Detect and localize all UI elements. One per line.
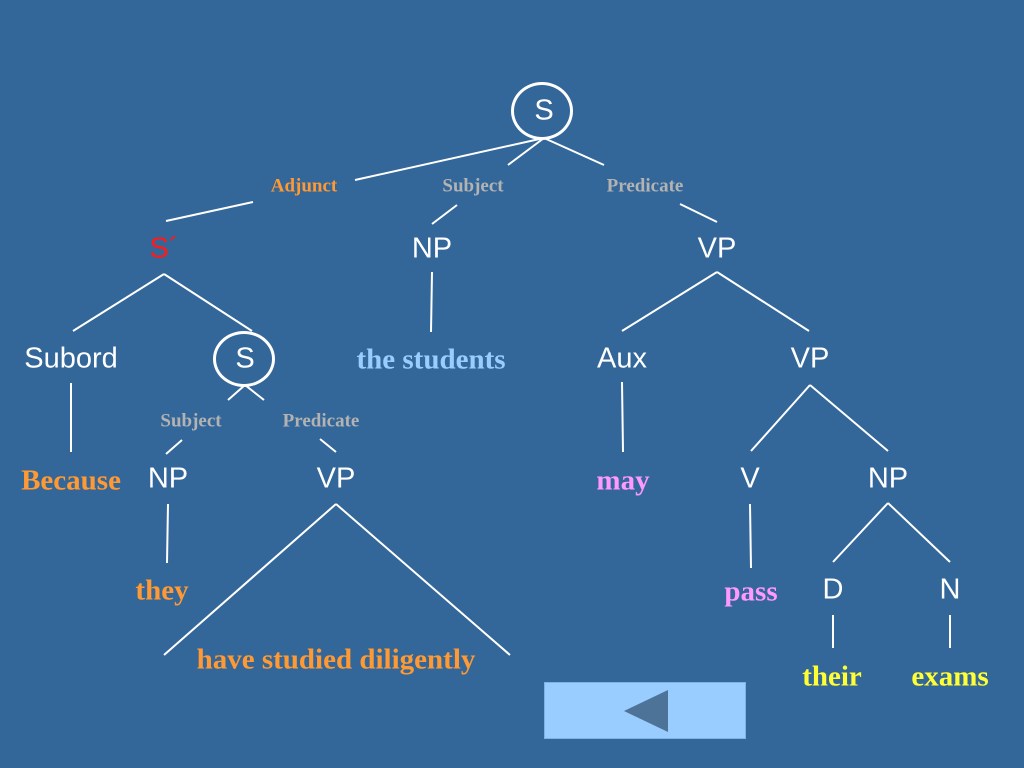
label-adjunct: Adjunct <box>270 175 338 197</box>
label-subject-main: Subject <box>442 175 504 197</box>
branch-v-pass <box>749 503 752 569</box>
branch-sbar-s <box>163 273 253 332</box>
branch-triangle-left <box>163 503 337 656</box>
branch-np-n <box>887 502 951 563</box>
s-root-circle <box>511 82 573 140</box>
node-vp-embedded: VP <box>316 462 356 495</box>
branch-np-d <box>832 502 889 563</box>
node-n: N <box>939 573 961 606</box>
word-the-students: the students <box>356 343 506 376</box>
word-their: their <box>802 660 862 693</box>
word-they: they <box>135 574 189 607</box>
branch-subject-np <box>431 204 458 225</box>
node-s-embedded: S <box>235 342 255 375</box>
branch-vp-np <box>809 384 889 452</box>
label-predicate-embedded: Predicate <box>282 410 360 432</box>
node-d: D <box>822 573 844 606</box>
branch-vp-vp <box>716 271 810 332</box>
node-aux: Aux <box>597 342 647 375</box>
node-np-object: NP <box>867 462 909 495</box>
node-subord: Subord <box>24 342 118 375</box>
branch-s-subject-embedded <box>227 384 246 401</box>
word-because: Because <box>21 464 121 497</box>
branch-s-predicate <box>543 137 605 166</box>
word-exams: exams <box>911 660 989 693</box>
branch-subject-np-embedded <box>165 439 183 455</box>
word-pass: pass <box>724 575 778 608</box>
node-np-subject: NP <box>411 232 453 265</box>
s-embedded-circle <box>213 331 275 387</box>
back-button[interactable] <box>544 682 746 739</box>
word-may: may <box>596 464 650 497</box>
node-s-root: S <box>534 94 554 127</box>
left-triangle-icon <box>624 690 668 732</box>
word-have-studied-diligently: have studied diligently <box>196 643 476 676</box>
node-vp-inner: VP <box>790 342 830 375</box>
branch-sbar-subord <box>72 273 165 332</box>
node-v: V <box>740 462 760 495</box>
branch-np-students <box>430 271 433 333</box>
node-s-bar: S´ <box>149 232 179 265</box>
branch-adjunct-sbar <box>165 201 254 222</box>
branch-s-adjunct <box>354 137 545 181</box>
label-subject-embedded: Subject <box>160 410 222 432</box>
branch-s-subject <box>507 137 545 166</box>
branch-predicate-vp <box>679 203 718 223</box>
branch-vp-aux <box>621 271 718 332</box>
node-vp-predicate: VP <box>697 232 737 265</box>
branch-np-they <box>166 503 169 564</box>
branch-aux-may <box>621 381 624 453</box>
branch-predicate-vp-embedded <box>319 438 337 453</box>
branch-vp-v <box>750 384 811 452</box>
node-np-embedded: NP <box>147 462 189 495</box>
label-predicate-main: Predicate <box>606 175 684 197</box>
branch-triangle-right <box>335 503 511 656</box>
branch-s-predicate-embedded <box>244 384 265 401</box>
